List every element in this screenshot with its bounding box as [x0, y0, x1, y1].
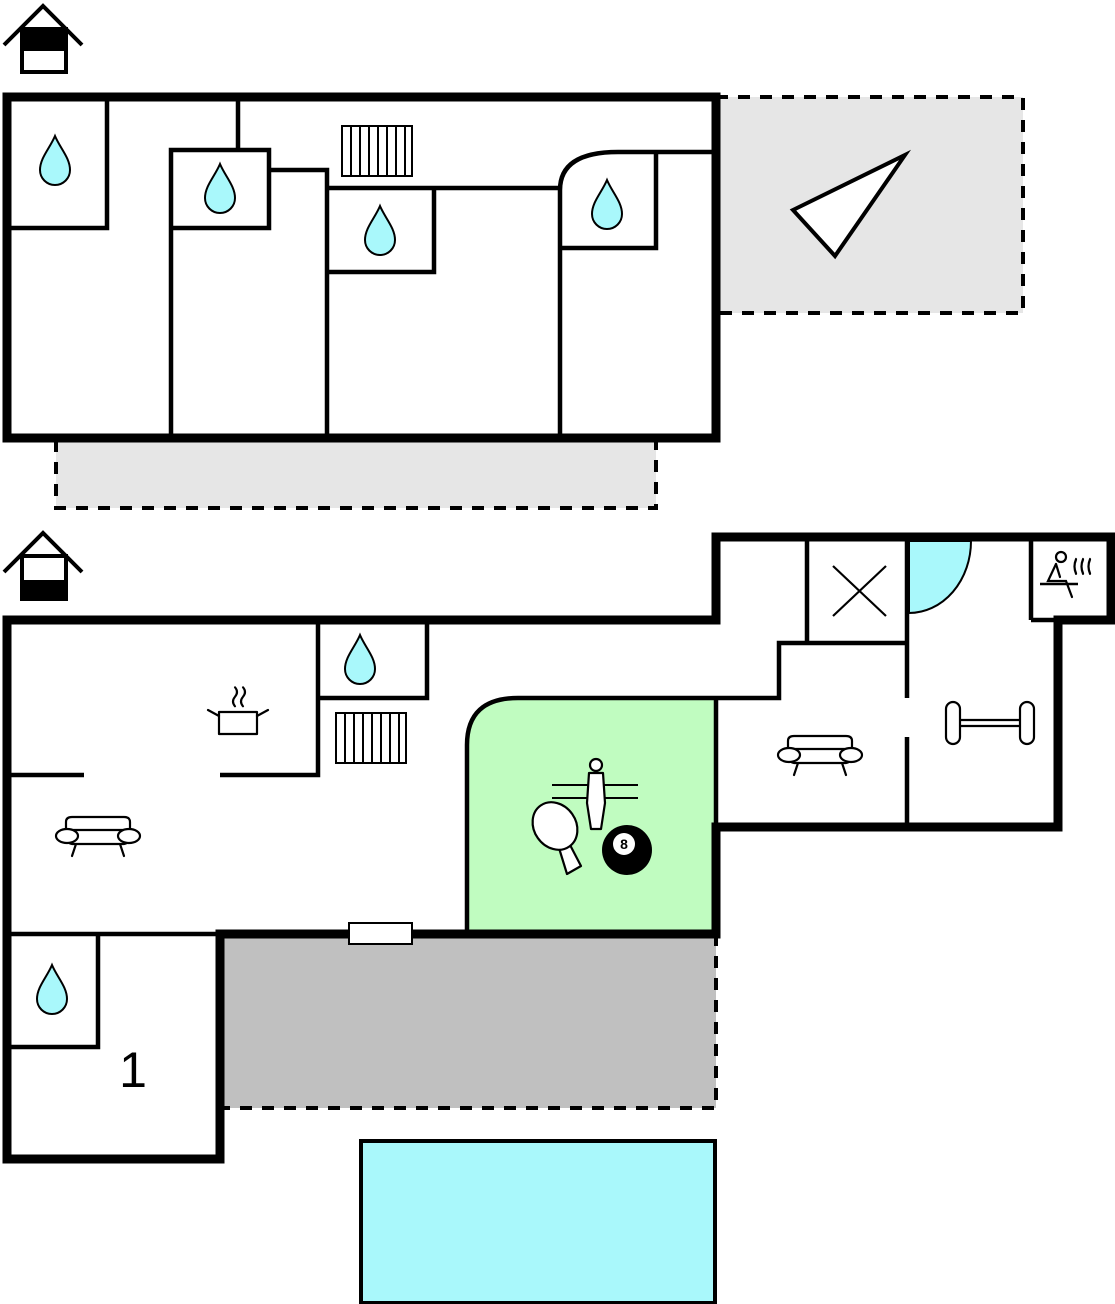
water-drop-icon [591, 179, 623, 230]
sofa-icon [54, 815, 142, 858]
upper-floor-inner-walls [7, 97, 716, 438]
dumbbell-icon [944, 700, 1036, 746]
radiator-icon [341, 125, 413, 177]
sofa-icon [776, 734, 864, 777]
water-drop-icon [36, 964, 68, 1015]
cross-icon [832, 565, 887, 617]
table-tennis-paddle-icon [531, 801, 583, 876]
radiator-icon [335, 712, 407, 764]
ground-floor-outline [2, 532, 1115, 1164]
upper-floor-outline [2, 92, 721, 443]
water-drop-icon [204, 163, 236, 214]
upper-floor [2, 4, 1025, 510]
balcony-area [54, 440, 658, 510]
house-upper-floor-icon [2, 4, 84, 74]
ground-floor: 8 1 [2, 531, 1115, 1304]
room-number-1: 1 [119, 1042, 147, 1098]
billiard-ball-number: 8 [620, 836, 628, 852]
sauna-icon [1040, 550, 1092, 599]
window [348, 922, 413, 945]
direction-triangle-icon [789, 149, 912, 260]
water-drop-icon [344, 634, 376, 685]
table-football-icon [552, 757, 638, 831]
house-ground-floor-icon [2, 531, 84, 601]
billiard-ball-icon: 8 [602, 825, 652, 875]
door-swing [908, 540, 973, 615]
cooking-pot-icon [206, 686, 270, 736]
water-drop-icon [39, 135, 71, 186]
water-drop-icon [364, 205, 396, 256]
covered-terrace [220, 934, 718, 1110]
ground-floor-inner-walls [7, 537, 1111, 1050]
pool [359, 1139, 717, 1304]
